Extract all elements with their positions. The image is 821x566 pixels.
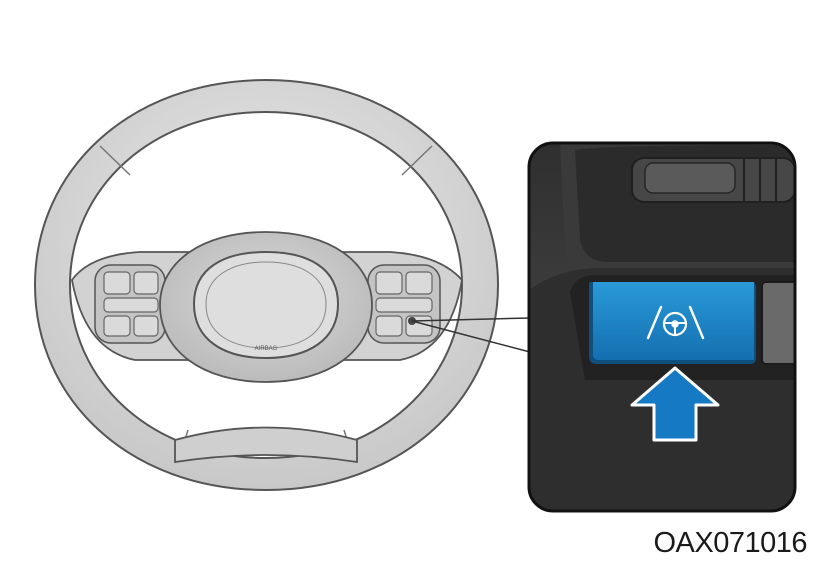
lane-assist-button — [589, 282, 756, 364]
callout-line — [411, 317, 531, 353]
figure-code: OAX071016 — [653, 527, 807, 559]
wheel-rim — [33, 78, 500, 492]
left-switch-panel — [94, 264, 166, 344]
right-switch-panel — [367, 264, 441, 344]
up-arrow-icon — [630, 366, 720, 442]
rim-seam — [99, 145, 131, 176]
bottom-spoke — [174, 426, 358, 464]
airbag-pad — [192, 250, 340, 360]
lane-following-assist-icon — [646, 305, 705, 340]
adjacent-button — [761, 281, 795, 365]
rim-seam — [401, 145, 433, 176]
inset-frame — [527, 141, 797, 513]
airbag-pad-inner — [205, 261, 327, 349]
airbag-label: AIRBAG — [255, 346, 278, 352]
inset-detail — [527, 141, 797, 513]
steering-wheel: AIRBAG — [33, 78, 531, 492]
